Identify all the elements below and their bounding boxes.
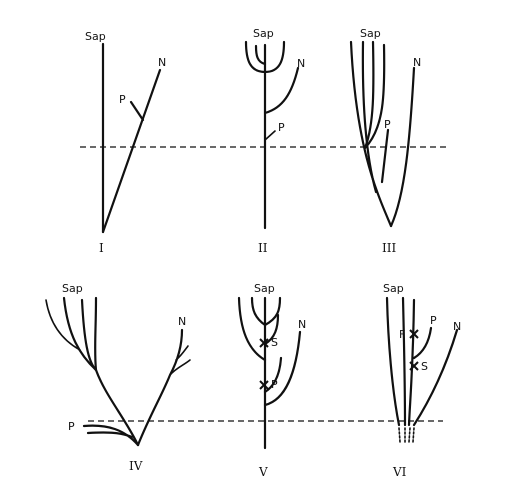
branch-sap-right [401,296,407,427]
panel-numeral: II [258,241,268,255]
branch-n [101,68,162,234]
label-p: P [430,314,437,327]
cross-marker-p [259,380,269,390]
label-n: N [453,320,461,333]
branch-sap-main [94,296,140,447]
label-p: P [278,121,285,134]
branch-sap-right [263,296,282,327]
panel-2: Sap N P II [244,27,305,255]
branch-p [380,128,390,184]
branch-sap-3 [62,296,98,372]
branch-p [412,326,433,360]
branch-sap-3 [363,40,375,150]
branch-p [263,356,283,394]
branch-sap-4 [45,299,81,351]
label-p: P [384,118,391,131]
branch-sap-left [237,296,267,362]
label-sap: Sap [62,282,83,295]
panel-numeral: IV [129,459,143,473]
branch-n [263,330,302,407]
branch-n [389,66,416,228]
branch-sap-4 [363,43,386,150]
label-n: N [413,56,421,69]
label-sap: Sap [253,27,274,40]
branch-sap-left [385,296,401,427]
label-n: N [297,57,305,70]
label-n: N [298,318,306,331]
branch-sap-inner [254,44,267,66]
cross-marker-f [409,329,419,339]
panel-numeral: I [99,241,104,255]
branch-n-side [169,359,191,376]
branch-n-side-2 [175,345,189,361]
branch-p [129,100,145,122]
label-f: F [399,328,405,341]
stem-dotted-1 [398,427,401,443]
cross-marker-s [409,361,419,371]
branch-p [82,424,140,447]
stem-dotted-4 [412,427,415,443]
branch-p [264,130,276,141]
label-sap: Sap [360,27,381,40]
panel-numeral: V [258,465,268,479]
branch-sap-right [263,40,286,74]
branch-f [407,298,416,427]
label-n: N [158,56,166,69]
label-p: P [119,93,126,106]
branch-sap-2 [80,298,98,372]
cross-marker-s [259,338,269,348]
panel-numeral: VI [392,465,407,479]
label-s: S [421,360,428,373]
panel-5: Sap N S P V [237,282,306,479]
panel-4: Sap N P IV [45,282,191,473]
panel-6: Sap N P F S VI [383,282,461,479]
branch-n [136,328,184,447]
branch-sap-left [244,40,267,74]
panel-numeral: III [382,241,396,255]
label-sap: Sap [383,282,404,295]
label-sap: Sap [254,282,275,295]
label-sap: Sap [85,30,106,43]
branch-n [412,328,459,427]
branch-n [263,66,300,115]
label-p: P [271,378,278,391]
panel-1: Sap N P I [85,30,166,255]
branch-s [263,313,280,346]
branch-p-2 [86,431,134,439]
label-p: P [68,420,75,433]
stem-dotted-3 [408,427,411,443]
branch-sap-inner [250,296,267,327]
label-n: N [178,315,186,328]
branch-sap-2 [361,40,378,194]
label-s: S [271,336,278,349]
branch-sap-1 [349,40,393,228]
panel-3: Sap N P III [349,27,421,255]
